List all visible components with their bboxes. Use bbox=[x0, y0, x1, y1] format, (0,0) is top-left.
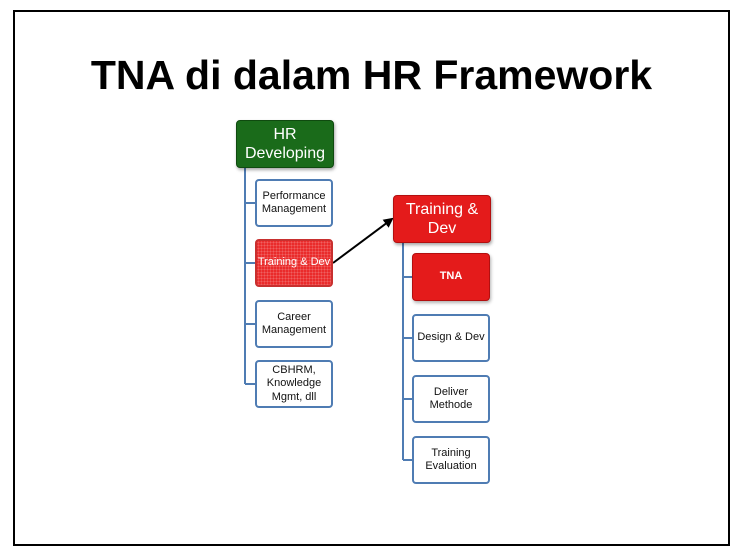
deliver-methode-node: Deliver Methode bbox=[412, 375, 490, 423]
training-dev-node-left: Training & Dev bbox=[255, 239, 333, 287]
training-evaluation-node: Training Evaluation bbox=[412, 436, 490, 484]
training-dev-node-right: Training & Dev bbox=[393, 195, 491, 243]
slide-frame bbox=[13, 10, 730, 546]
slide-title: TNA di dalam HR Framework bbox=[90, 52, 653, 98]
design-dev-node: Design & Dev bbox=[412, 314, 490, 362]
career-management-node: Career Management bbox=[255, 300, 333, 348]
tna-node: TNA bbox=[412, 253, 490, 301]
cbhrm-knowledge-node: CBHRM, Knowledge Mgmt, dll bbox=[255, 360, 333, 408]
performance-management-node: Performance Management bbox=[255, 179, 333, 227]
hr-developing-node: HR Developing bbox=[236, 120, 334, 168]
